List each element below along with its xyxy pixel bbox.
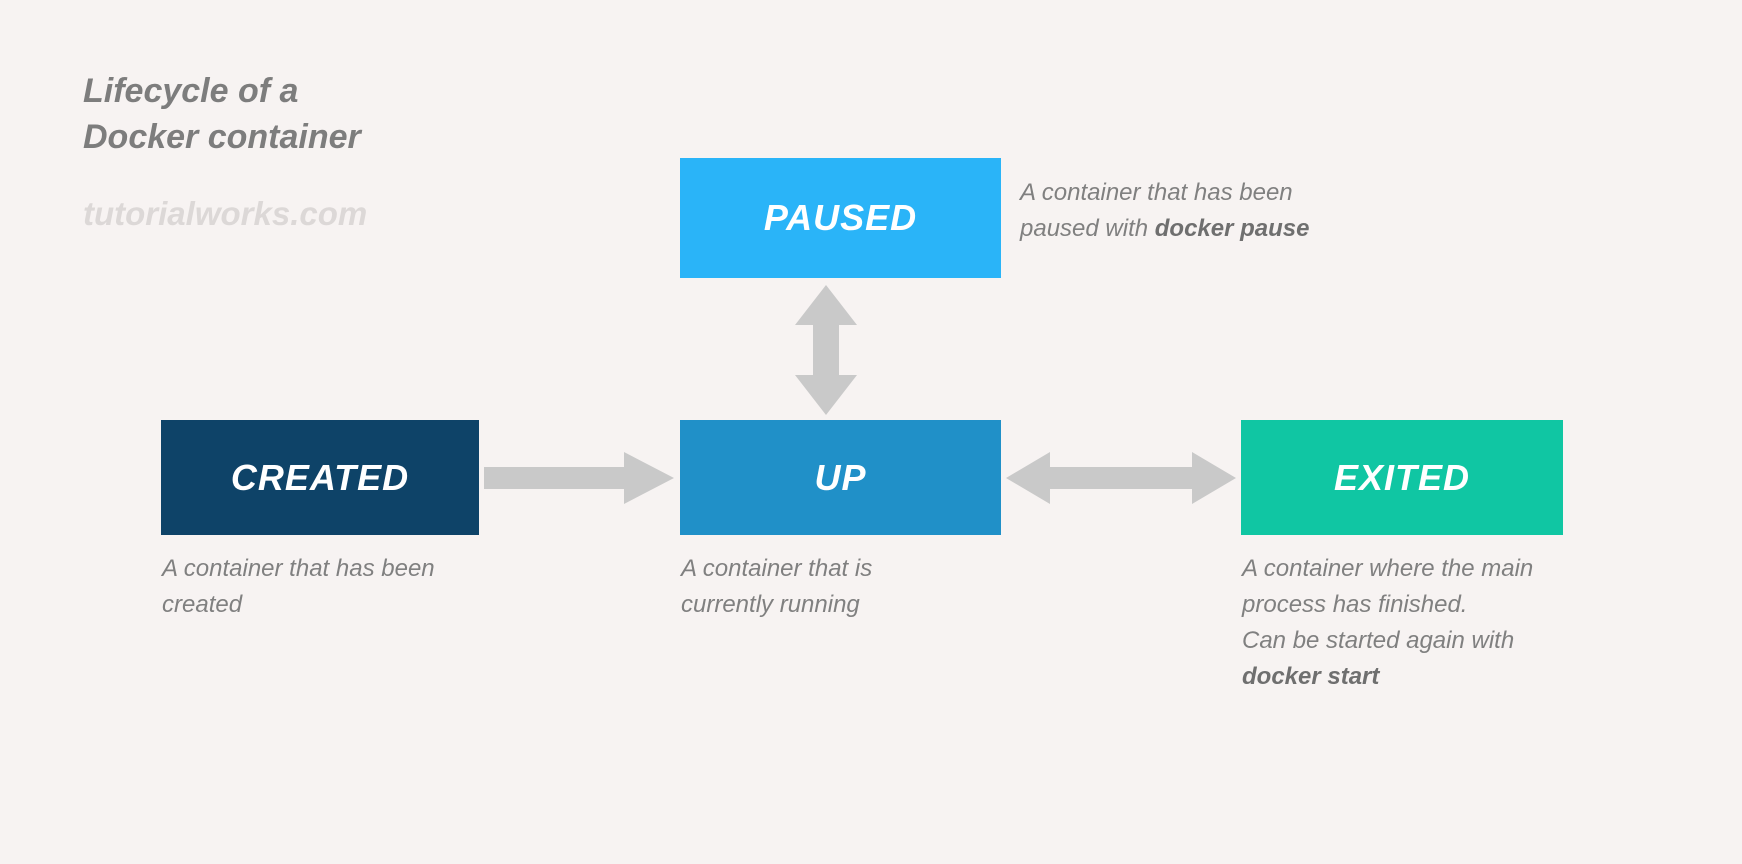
state-label-exited: EXITED [1333, 456, 1471, 498]
exited-desc-text: A container where the main process has f… [1242, 555, 1534, 654]
state-description-up: A container that is currently running [681, 555, 873, 618]
exited-desc-command: docker start [1242, 663, 1380, 690]
state-label-created: CREATED [230, 456, 410, 498]
arrow-paused-up [795, 285, 857, 415]
arrow-up-exited [1006, 452, 1236, 504]
paused-desc-command: docker pause [1154, 215, 1310, 242]
watermark-text: tutorialworks.com [83, 195, 368, 232]
state-label-up: UP [814, 456, 867, 498]
state-description-created: A container that has been created [162, 555, 435, 618]
state-box-exited[interactable]: EXITED [1241, 420, 1563, 535]
paused-desc-text: A container that has been paused with [1020, 179, 1293, 242]
state-box-paused[interactable]: PAUSED [680, 158, 1001, 278]
arrow-created-to-up [484, 452, 674, 504]
state-description-paused: A container that has been paused with do… [1020, 175, 1420, 247]
state-label-paused: PAUSED [763, 197, 918, 238]
state-description-exited: A container where the main process has f… [1242, 551, 1642, 695]
state-box-up[interactable]: UP [680, 420, 1001, 535]
diagram-title: Lifecycle of a Docker container [83, 72, 361, 156]
state-box-created[interactable]: CREATED [161, 420, 479, 535]
